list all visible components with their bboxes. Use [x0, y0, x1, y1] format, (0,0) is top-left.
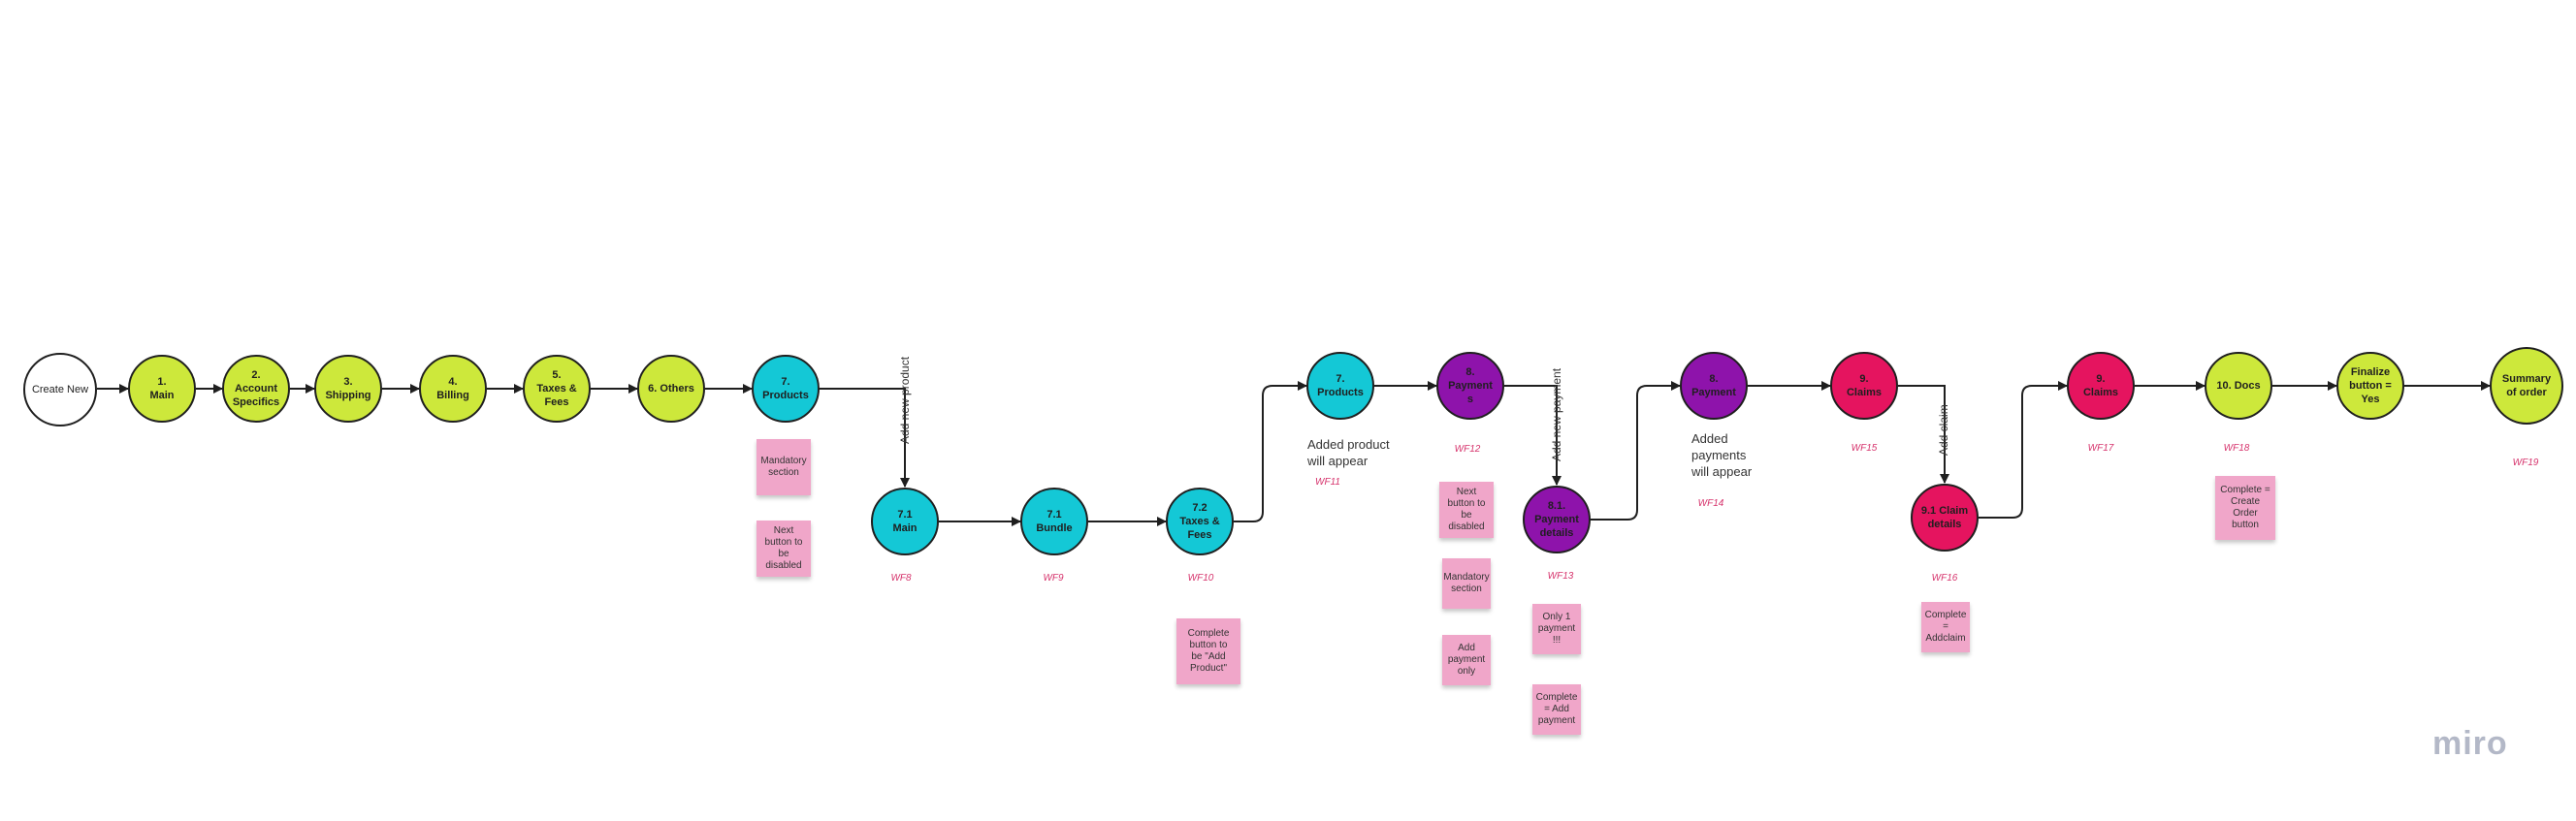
node-payment-details[interactable]: 8.1. Payment details: [1523, 486, 1591, 553]
node-create-new[interactable]: Create New: [23, 353, 97, 426]
miro-logo: miro: [2432, 725, 2508, 762]
sticky-mandatory-products[interactable]: Mandatory section: [757, 439, 811, 495]
sticky-add-payment-only[interactable]: Add payment only: [1442, 635, 1491, 685]
wf-label-wf14: WF14: [1697, 498, 1724, 509]
node-others[interactable]: 6. Others: [637, 355, 705, 423]
node-claims-2[interactable]: 9. Claims: [2067, 352, 2135, 420]
node-main[interactable]: 1. Main: [128, 355, 196, 423]
edge-label-add-claim: Add claim: [1937, 404, 1950, 456]
edge-label-add-new-payment: Add new payment: [1550, 367, 1563, 461]
wf-label-wf10: WF10: [1187, 573, 1214, 584]
note-added-payments: Added payments will appear: [1691, 431, 1753, 479]
node-taxes-fees[interactable]: 5. Taxes & Fees: [523, 355, 591, 423]
node-taxes-fees-7-2[interactable]: 7.2 Taxes & Fees: [1166, 488, 1234, 555]
wf-label-wf11: WF11: [1315, 477, 1340, 488]
wf-label-wf15: WF15: [1851, 443, 1878, 454]
node-summary[interactable]: Summary of order: [2490, 347, 2563, 425]
sticky-complete-add-payment[interactable]: Complete = Add payment: [1532, 684, 1581, 735]
node-account-specifics[interactable]: 2. Account Specifics: [222, 355, 290, 423]
connector-paymentdetails-payment: [1591, 381, 1681, 521]
connector-claims-claimdetails: [1898, 385, 1949, 484]
node-bundle-7-1[interactable]: 7.1 Bundle: [1020, 488, 1088, 555]
node-payment-2[interactable]: 8. Payment: [1680, 352, 1748, 420]
wf-label-wf9: WF9: [1043, 573, 1064, 584]
wf-label-wf13: WF13: [1547, 571, 1574, 582]
node-claim-details[interactable]: 9.1 Claim details: [1911, 484, 1979, 552]
sticky-complete-add-claim[interactable]: Complete = Addclaim: [1921, 602, 1970, 652]
node-shipping[interactable]: 3. Shipping: [314, 355, 382, 423]
wf-label-wf19: WF19: [2512, 458, 2539, 468]
sticky-complete-create-order[interactable]: Complete = Create Order button: [2215, 476, 2275, 540]
node-main-7-1[interactable]: 7.1 Main: [871, 488, 939, 555]
sticky-only-one-payment[interactable]: Only 1 payment !!!: [1532, 604, 1581, 654]
note-added-product: Added product will appear: [1307, 437, 1390, 468]
connector-claimdetails-claims: [1979, 381, 2068, 519]
connector-products-main71: [820, 388, 910, 488]
sticky-next-disabled-products[interactable]: Next button to be disabled: [757, 521, 811, 577]
node-claims-1[interactable]: 9. Claims: [1830, 352, 1898, 420]
node-payments-1[interactable]: 8. Payment s: [1436, 352, 1504, 420]
wf-label-wf12: WF12: [1454, 444, 1481, 455]
connector-payments-paymentdetails: [1504, 385, 1562, 486]
node-products-1[interactable]: 7. Products: [752, 355, 820, 423]
node-finalize[interactable]: Finalize button = Yes: [2336, 352, 2404, 420]
wf-label-wf18: WF18: [2223, 443, 2250, 454]
sticky-next-disabled-payments[interactable]: Next button to be disabled: [1439, 482, 1494, 538]
sticky-complete-add-product[interactable]: Complete button to be "Add Product": [1176, 618, 1240, 684]
wf-label-wf17: WF17: [2087, 443, 2114, 454]
sticky-mandatory-payments[interactable]: Mandatory section: [1442, 558, 1491, 609]
node-billing[interactable]: 4. Billing: [419, 355, 487, 423]
wf-label-wf8: WF8: [890, 573, 912, 584]
edge-label-add-new-product: Add new product: [898, 356, 912, 444]
wf-label-wf16: WF16: [1931, 573, 1958, 584]
node-products-2[interactable]: 7. Products: [1306, 352, 1374, 420]
connector-taxes72-products: [1234, 381, 1307, 522]
node-docs[interactable]: 10. Docs: [2205, 352, 2272, 420]
